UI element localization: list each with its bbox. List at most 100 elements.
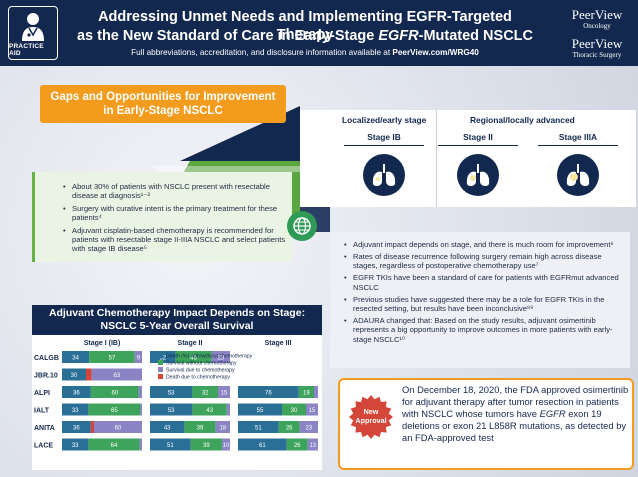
bar-value-label: 30 xyxy=(71,373,78,379)
bar-segment xyxy=(226,403,230,416)
bar-value-label: 32 xyxy=(202,391,209,397)
bar-segment xyxy=(62,351,90,363)
gaps-bullets-panel: About 30% of patients with NSCLC present… xyxy=(32,172,292,262)
legend-label: Death (%) with/without chemotherapy xyxy=(166,354,253,360)
stage-divider xyxy=(436,110,437,207)
bar-value-label: 64 xyxy=(111,443,118,449)
legend-label: Death due to chemotherapy xyxy=(166,375,230,381)
lung-icon xyxy=(363,154,405,196)
bar-segment xyxy=(238,386,299,398)
study-label: CALGB xyxy=(34,355,59,362)
bar-value-label: 19 xyxy=(303,391,310,397)
bar-value-label: 63 xyxy=(113,373,120,379)
bar-value-label: 32 xyxy=(159,356,166,362)
list-item: Surgery with curative intent is the prim… xyxy=(63,204,289,223)
list-item: EGFR TKIs have been a standard of care f… xyxy=(344,273,626,292)
bar-value-label: 39 xyxy=(197,426,204,432)
bar-value-label: 55 xyxy=(257,408,264,414)
bar-value-label: 51 xyxy=(255,426,262,432)
list-item: Adjuvant cisplatin-based chemotherapy is… xyxy=(63,226,289,254)
bar-segment xyxy=(190,438,222,451)
study-label: ANITA xyxy=(34,425,55,432)
starburst-icon xyxy=(349,395,393,439)
bar-segment xyxy=(215,421,230,433)
bar-segment xyxy=(150,403,193,416)
bar-value-label: 60 xyxy=(111,391,118,397)
stage-ib-column: Stage IB xyxy=(344,132,424,196)
bar-segment xyxy=(278,421,300,433)
legend-swatch xyxy=(158,367,163,372)
bar-segment xyxy=(62,403,89,416)
bar-segment xyxy=(299,421,318,433)
approval-box: New Approval On December 18, 2020, the F… xyxy=(338,378,634,470)
page-subtitle: Full abbreviations, accreditation, and d… xyxy=(131,48,479,57)
stage-ii-column: Stage II xyxy=(438,132,518,196)
bar-value-label: 60 xyxy=(115,426,122,432)
bar-segment xyxy=(150,386,193,398)
bar-segment xyxy=(134,351,142,363)
gaps-heading-box: Gaps and Opportunities for Improvement i… xyxy=(40,85,286,123)
bar-value-label: 53 xyxy=(168,408,175,414)
bar-segment xyxy=(306,403,318,416)
bar-segment xyxy=(90,386,139,398)
bar-segment xyxy=(139,438,142,451)
adjuvant-bullet-list: Adjuvant impact depends on stage, and th… xyxy=(344,240,626,347)
bar-segment xyxy=(150,421,185,433)
practice-aid-label: PRACTICE AID xyxy=(9,43,44,57)
bar-segment xyxy=(238,438,287,451)
list-item: Previous studies have suggested there ma… xyxy=(344,295,626,314)
bar-value-label: 76 xyxy=(265,391,272,397)
peerview-oncology-logo: PeerView Oncology xyxy=(571,7,623,31)
bar-segment xyxy=(62,368,86,381)
study-label: ALPI xyxy=(34,390,50,397)
bar-segment xyxy=(222,438,230,451)
chart-title: Adjuvant Chemotherapy Impact Depends on … xyxy=(32,305,322,335)
bar-value-label: 36 xyxy=(73,426,80,432)
legend-label: Survival without chemotherapy xyxy=(166,361,237,367)
bar-value-label: 18 xyxy=(219,426,226,432)
bar-value-label: 45 xyxy=(190,356,197,362)
bar-value-label: 51 xyxy=(167,443,174,449)
bar-segment xyxy=(91,368,142,381)
bar-value-label: 26 xyxy=(294,443,301,449)
bar-value-label: 15 xyxy=(309,408,316,414)
bar-value-label: 15 xyxy=(221,391,228,397)
bar-segment xyxy=(88,403,141,416)
bar-segment xyxy=(140,403,142,416)
bar-value-label: 61 xyxy=(259,443,266,449)
bar-value-label: 33 xyxy=(72,408,79,414)
bar-value-label: 57 xyxy=(109,356,116,362)
bar-value-label: 23 xyxy=(217,356,224,362)
bar-segment xyxy=(238,421,279,433)
bar-value-label: 65 xyxy=(111,408,118,414)
study-label: IALT xyxy=(34,408,50,415)
bar-segment xyxy=(62,438,89,451)
legend-swatch xyxy=(158,360,163,365)
bar-segment xyxy=(89,351,135,363)
page-title-line1: Addressing Unmet Needs and Implementing … xyxy=(98,9,512,43)
disclosure-link[interactable]: PeerView.com/WRG40 xyxy=(392,48,479,57)
approval-text: On December 18, 2020, the FDA approved o… xyxy=(402,384,629,443)
bar-segment xyxy=(184,421,216,433)
bar-segment xyxy=(211,351,230,363)
group-label: Stage I (IB) xyxy=(84,340,121,347)
bar-segment xyxy=(192,403,227,416)
list-item: ADAURA changed that: Based on the study … xyxy=(344,316,626,344)
bar-segment xyxy=(88,438,140,451)
bar-segment xyxy=(150,438,191,451)
bar-segment xyxy=(62,421,91,433)
regional-label: Regional/locally advanced xyxy=(470,115,575,125)
adjuvant-bullets-panel: Adjuvant impact depends on stage, and th… xyxy=(330,232,630,368)
localized-label: Localized/early stage xyxy=(342,115,427,125)
bar-segment xyxy=(282,403,306,416)
bar-segment xyxy=(314,386,318,398)
bar-value-label: 53 xyxy=(168,391,175,397)
stage-panel: Localized/early stage Regional/locally a… xyxy=(300,110,636,207)
list-item: Adjuvant impact depends on stage, and th… xyxy=(344,240,626,250)
legend-label: Survival due to chemotherapy xyxy=(166,368,235,374)
list-item: Rates of disease recurrence following su… xyxy=(344,252,626,271)
globe-icon xyxy=(287,211,317,241)
bar-value-label: 10 xyxy=(223,443,230,449)
